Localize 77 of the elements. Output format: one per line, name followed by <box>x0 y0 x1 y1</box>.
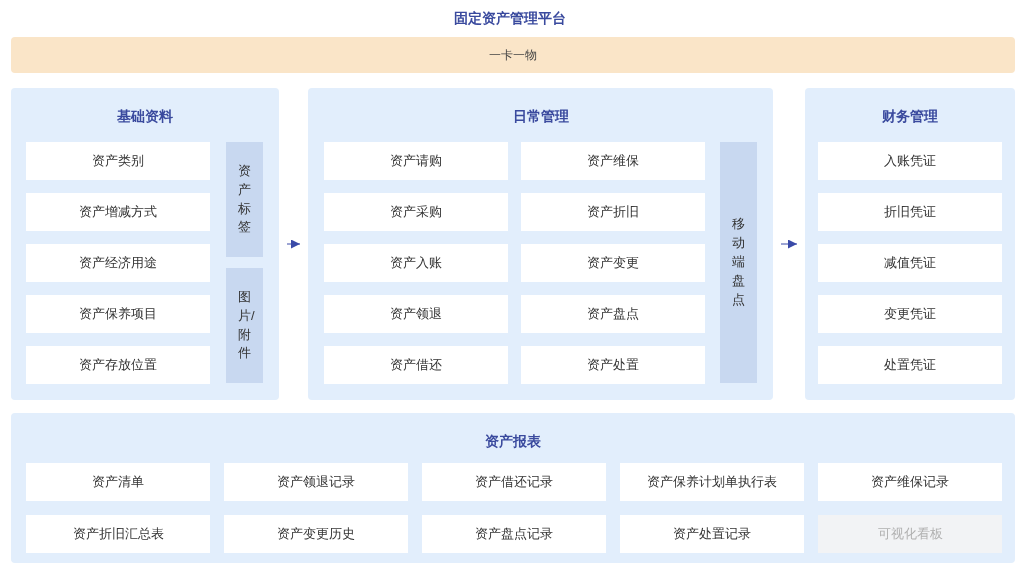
panel-heading: 基础资料 <box>116 107 174 126</box>
panel-heading: 财务管理 <box>881 107 939 126</box>
item-label: 入账凭证 <box>884 152 936 171</box>
function-box <box>324 142 508 180</box>
function-box <box>324 244 508 282</box>
item-label: 资产入账 <box>390 254 442 273</box>
module-panel <box>308 88 773 400</box>
function-box <box>224 463 408 501</box>
item-label: 资产清单 <box>92 473 144 492</box>
function-box <box>521 346 705 384</box>
function-box <box>521 244 705 282</box>
item-label: 资产维保记录 <box>871 473 949 492</box>
side-column-box <box>720 142 757 383</box>
item-label: 资产请购 <box>390 152 442 171</box>
item-label: 资产保养项目 <box>79 305 157 324</box>
module-panel <box>11 413 1015 563</box>
panel-heading: 资产报表 <box>484 432 542 451</box>
arrow <box>780 239 798 249</box>
function-box <box>818 295 1002 333</box>
function-box <box>224 515 408 553</box>
item-label: 资产存放位置 <box>79 356 157 375</box>
function-box <box>818 463 1002 501</box>
function-box <box>818 193 1002 231</box>
item-label: 资产维保 <box>587 152 639 171</box>
item-label: 处置凭证 <box>884 356 936 375</box>
function-box <box>521 295 705 333</box>
panel-heading: 日常管理 <box>511 107 570 126</box>
function-box <box>26 295 210 333</box>
function-box <box>324 193 508 231</box>
item-label: 资产折旧汇总表 <box>72 525 164 544</box>
item-label: 资产借还 <box>390 356 442 375</box>
arrow <box>286 239 301 249</box>
item-label: 减值凭证 <box>884 254 936 273</box>
function-box <box>324 346 508 384</box>
item-label: 折旧凭证 <box>884 203 936 222</box>
function-box <box>620 515 804 553</box>
item-label: 资产采购 <box>390 203 442 222</box>
item-label: 变更凭证 <box>884 305 936 324</box>
function-box <box>818 142 1002 180</box>
function-box <box>422 463 606 501</box>
item-label: 资产变更 <box>587 254 639 273</box>
item-label: 一卡一物 <box>489 47 537 64</box>
side-column-box <box>226 142 263 257</box>
banner-bar <box>11 37 1015 73</box>
function-box <box>324 295 508 333</box>
item-label: 资产处置 <box>587 356 639 375</box>
item-label: 资产保养计划单执行表 <box>647 473 777 492</box>
function-box <box>26 193 210 231</box>
function-box <box>620 463 804 501</box>
item-label: 可视化看板 <box>877 525 943 544</box>
module-panel <box>805 88 1015 400</box>
function-box <box>521 142 705 180</box>
item-label: 资产增减方式 <box>79 203 157 222</box>
item-label: 资产领退记录 <box>277 473 355 492</box>
item-label: 资产借还记录 <box>475 473 553 492</box>
vertical-label: 移动端盘点 <box>732 215 745 309</box>
function-box <box>26 346 210 384</box>
item-label: 资产经济用途 <box>79 254 157 273</box>
item-label: 资产处置记录 <box>673 525 751 544</box>
item-label: 资产盘点记录 <box>475 525 553 544</box>
vertical-label: 资产标签 <box>238 161 251 237</box>
side-column-box <box>226 268 263 383</box>
module-panel <box>11 88 279 400</box>
function-box <box>422 515 606 553</box>
item-label: 资产盘点 <box>587 305 639 324</box>
function-box <box>26 463 210 501</box>
diagram-title: 固定资产管理平台 <box>453 9 567 28</box>
item-label: 资产变更历史 <box>277 525 355 544</box>
function-box <box>818 244 1002 282</box>
function-box <box>26 142 210 180</box>
function-box <box>818 346 1002 384</box>
item-label: 资产折旧 <box>587 203 639 222</box>
function-box <box>521 193 705 231</box>
item-label: 资产类别 <box>92 152 144 171</box>
item-label: 资产领退 <box>390 305 442 324</box>
function-box <box>26 515 210 553</box>
function-box <box>26 244 210 282</box>
